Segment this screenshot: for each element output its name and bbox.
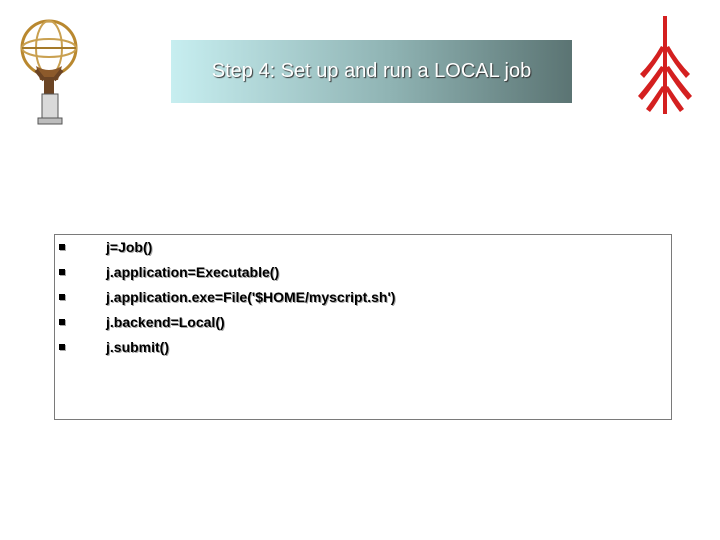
trident-logo-icon bbox=[636, 14, 694, 118]
code-line-text: j.submit() bbox=[106, 339, 169, 355]
bullet-icon bbox=[59, 269, 65, 275]
code-line-text: j.backend=Local() bbox=[106, 314, 225, 330]
bullet-icon bbox=[59, 344, 65, 350]
slide-title: Step 4: Set up and run a LOCAL job bbox=[211, 60, 532, 82]
code-line-text: j=Job() bbox=[106, 239, 153, 255]
bullet-icon bbox=[59, 294, 65, 300]
code-line-text: j.application=Executable() bbox=[106, 264, 280, 280]
code-box: j=Job() j.application=Executable() j.app… bbox=[54, 234, 672, 420]
bullet-icon bbox=[59, 244, 65, 250]
atlas-logo-icon bbox=[18, 14, 82, 126]
title-banner: Step 4: Set up and run a LOCAL job bbox=[171, 40, 572, 103]
bullet-icon bbox=[59, 319, 65, 325]
code-line-text: j.application.exe=File('$HOME/myscript.s… bbox=[106, 289, 396, 305]
